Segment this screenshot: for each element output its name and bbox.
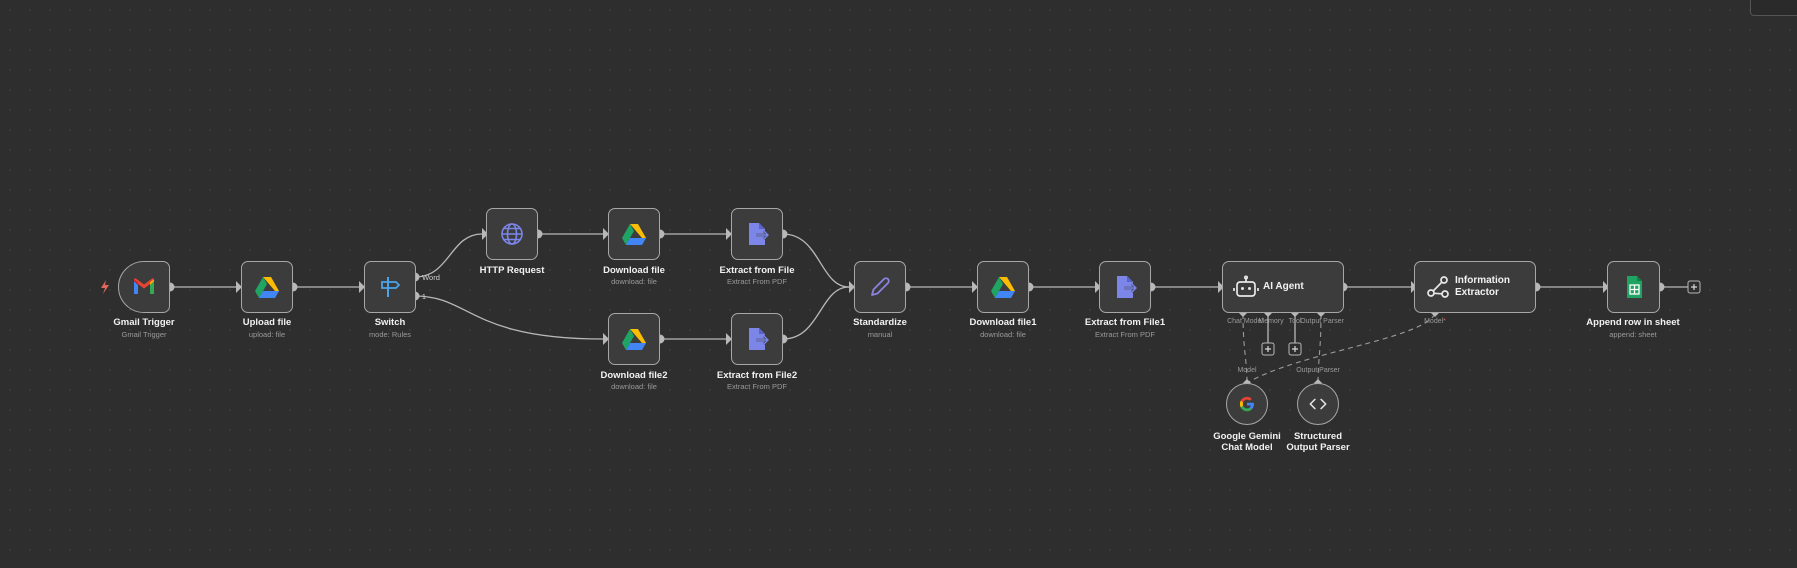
robot-icon <box>1233 275 1259 297</box>
ai-agent-slot-output-parser: Output Parser <box>1300 318 1344 325</box>
download-file2-subtitle: download: file <box>611 382 657 391</box>
append-row-subtitle: append: sheet <box>1609 330 1657 339</box>
ai-agent-slot-memory: Memory <box>1258 318 1284 325</box>
append-row-node[interactable] <box>1607 261 1660 313</box>
gmail-trigger-subtitle: Gmail Trigger <box>121 330 167 339</box>
google-sheets-icon <box>1626 276 1642 298</box>
append-row-title: Append row in sheet <box>1586 317 1680 328</box>
standardize-title: Standardize <box>853 317 907 328</box>
http-request-title: HTTP Request <box>479 265 545 276</box>
google-gemini-chat-model-node[interactable] <box>1226 383 1268 425</box>
download-file-node[interactable] <box>608 208 660 260</box>
switch-output-word-label: Word <box>422 273 440 282</box>
extract-from-file1-subtitle: Extract From PDF <box>1094 330 1155 339</box>
top-right-panel-button[interactable] <box>1750 0 1797 16</box>
google-drive-icon <box>255 277 279 298</box>
parser-top-label: Output Parser <box>1296 367 1340 374</box>
structured-output-parser-node[interactable] <box>1297 383 1339 425</box>
upload-file-title: Upload file <box>242 317 292 328</box>
http-request-node[interactable] <box>486 208 538 260</box>
information-extractor-slot-model: Model* <box>1424 318 1446 325</box>
download-file-title: Download file <box>603 265 665 276</box>
gmail-trigger-node[interactable] <box>118 261 170 313</box>
download-file1-subtitle: download: file <box>980 330 1026 339</box>
standardize-node[interactable] <box>854 261 906 313</box>
code-brackets-icon <box>1309 398 1327 410</box>
switch-subtitle: mode: Rules <box>368 330 412 339</box>
trigger-bolt-icon <box>101 280 109 294</box>
parser-title: Structured Output Parser <box>1286 431 1350 453</box>
extract-from-file-title: Extract from File <box>719 265 795 276</box>
add-next-node-button[interactable] <box>1687 280 1701 294</box>
extract-from-file-node[interactable] <box>731 208 783 260</box>
gmail-icon <box>134 278 154 294</box>
download-file2-title: Download file2 <box>600 370 668 381</box>
ai-agent-slot-chat-model: Chat Model <box>1227 318 1263 325</box>
share-nodes-icon <box>1427 276 1449 298</box>
google-drive-icon <box>622 329 646 350</box>
globe-icon <box>501 223 523 245</box>
google-g-icon <box>1239 396 1254 412</box>
download-file-subtitle: download: file <box>611 277 657 286</box>
switch-title: Switch <box>374 317 406 328</box>
extract-file-icon <box>1117 276 1138 298</box>
download-file2-node[interactable] <box>608 313 660 365</box>
extract-from-file2-subtitle: Extract From PDF <box>726 382 787 391</box>
google-drive-icon <box>622 224 646 245</box>
extract-from-file2-title: Extract from File2 <box>716 370 798 381</box>
information-extractor-node[interactable]: Information Extractor <box>1414 261 1536 313</box>
ai-agent-title: AI Agent <box>1263 281 1304 292</box>
information-extractor-title: Information Extractor <box>1455 275 1510 298</box>
gemini-title: Google Gemini Chat Model <box>1213 431 1281 453</box>
upload-file-node[interactable] <box>241 261 293 313</box>
standardize-subtitle: manual <box>867 330 893 339</box>
information-extractor-slot-model-label: Model <box>1424 318 1444 325</box>
extract-from-file-subtitle: Extract From PDF <box>726 277 787 286</box>
gmail-trigger-title: Gmail Trigger <box>113 317 175 328</box>
switch-icon <box>381 277 401 297</box>
extract-from-file2-node[interactable] <box>731 313 783 365</box>
extract-from-file1-title: Extract from File1 <box>1084 317 1166 328</box>
switch-output-1-label: 1 <box>421 292 427 301</box>
ai-agent-slot-tool: Tool <box>1288 318 1302 325</box>
download-file1-node[interactable] <box>977 261 1029 313</box>
pencil-icon <box>871 277 890 296</box>
extract-file-icon <box>749 223 770 245</box>
google-drive-icon <box>991 277 1015 298</box>
switch-node[interactable] <box>364 261 416 313</box>
gemini-top-label: Model <box>1237 367 1257 374</box>
extract-from-file1-node[interactable] <box>1099 261 1151 313</box>
upload-file-subtitle: upload: file <box>248 330 286 339</box>
add-tool-button[interactable] <box>1288 342 1302 356</box>
add-memory-button[interactable] <box>1261 342 1275 356</box>
download-file1-title: Download file1 <box>969 317 1037 328</box>
required-star: * <box>1443 318 1446 325</box>
extract-file-icon <box>749 328 770 350</box>
ai-agent-node[interactable]: AI Agent <box>1222 261 1344 313</box>
